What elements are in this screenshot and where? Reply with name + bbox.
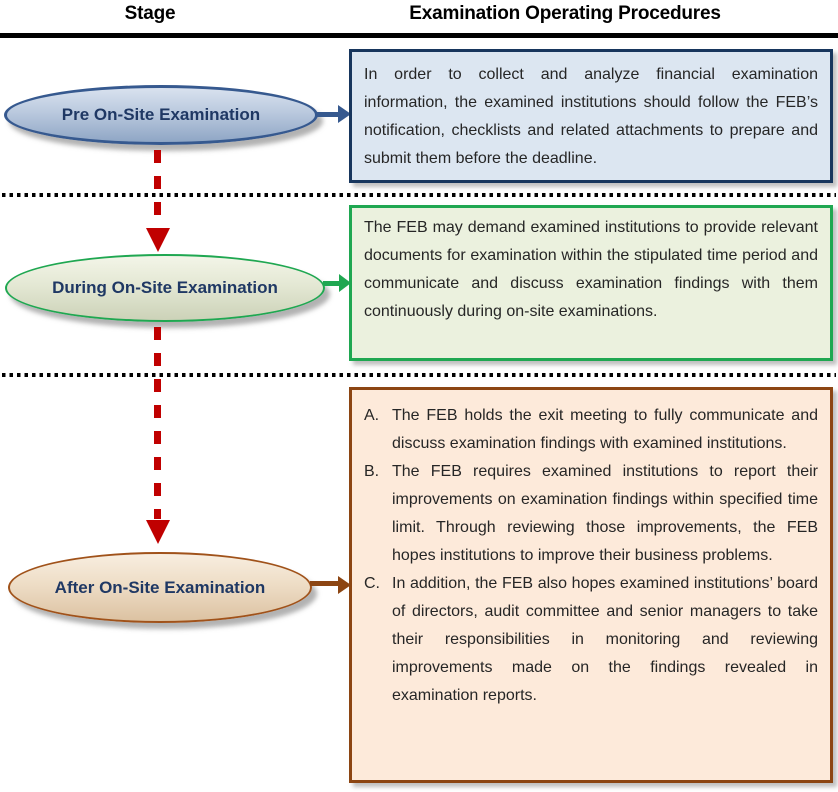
stage-ellipse-after-onsite-label: After On-Site Examination bbox=[54, 577, 266, 597]
procedure-text-after-onsite-c: In addition, the FEB also hopes examined… bbox=[392, 575, 818, 704]
down-arrow-icon bbox=[154, 327, 161, 519]
down-arrow-icon bbox=[146, 228, 170, 252]
stage-ellipse-during-onsite-label: During On-Site Examination bbox=[52, 278, 278, 297]
procedure-box-during-onsite: The FEB may demand examined institutions… bbox=[349, 205, 833, 361]
procedure-text-after-onsite-a: The FEB holds the exit meeting to fully … bbox=[392, 407, 818, 452]
separator-dotted-line-2 bbox=[2, 373, 836, 377]
separator-dotted-line-1 bbox=[2, 193, 836, 197]
stage-ellipse-pre-onsite-label: Pre On-Site Examination bbox=[61, 105, 261, 124]
right-arrow-icon bbox=[339, 274, 351, 292]
procedure-text-after-onsite-b: The FEB requires examined institutions t… bbox=[392, 463, 818, 564]
right-arrow-icon bbox=[323, 281, 339, 286]
procedure-box-pre-onsite: In order to collect and analyze financia… bbox=[349, 49, 833, 183]
procedure-text-pre-onsite: In order to collect and analyze financia… bbox=[364, 66, 818, 167]
procedure-list-item: A. The FEB holds the exit meeting to ful… bbox=[364, 402, 818, 458]
stage-ellipse-pre-onsite: Pre On-Site Examination bbox=[4, 85, 318, 145]
right-arrow-icon bbox=[338, 105, 351, 123]
right-arrow-icon bbox=[310, 581, 338, 586]
procedure-list-item: B. The FEB requires examined institution… bbox=[364, 458, 818, 570]
stage-column-header: Stage bbox=[124, 3, 176, 24]
list-marker: B. bbox=[364, 463, 380, 480]
stage-ellipse-after-onsite: After On-Site Examination bbox=[8, 552, 312, 623]
stage-ellipse-during-onsite: During On-Site Examination bbox=[5, 254, 325, 322]
procedure-text-during-onsite: The FEB may demand examined institutions… bbox=[364, 219, 818, 320]
down-arrow-icon bbox=[154, 150, 161, 226]
procedure-list-item: C. In addition, the FEB also hopes exami… bbox=[364, 570, 818, 710]
right-arrow-icon bbox=[317, 112, 338, 117]
right-arrow-icon bbox=[338, 576, 351, 594]
down-arrow-icon bbox=[146, 520, 170, 544]
procedure-box-after-onsite: A. The FEB holds the exit meeting to ful… bbox=[349, 387, 833, 783]
procedures-column-header: Examination Operating Procedures bbox=[409, 3, 721, 24]
list-marker: A. bbox=[364, 407, 380, 424]
list-marker: C. bbox=[364, 575, 380, 592]
header-rule bbox=[0, 33, 838, 38]
